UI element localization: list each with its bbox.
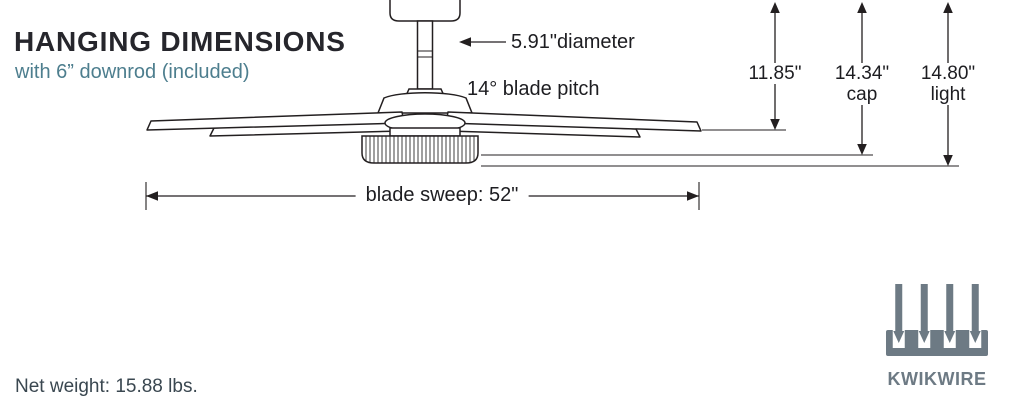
blade-left [146, 111, 405, 131]
blade-right [445, 111, 702, 132]
blade-sweep-label: blade sweep: 52" [355, 184, 529, 207]
net-weight-text: Net weight: 15.88 lbs. [15, 376, 198, 397]
light-drum [361, 135, 479, 164]
dimension-value: 11.85" [748, 63, 802, 84]
arrow-left-icon [146, 191, 158, 201]
dimension-downrod-label: 11.85" [745, 63, 805, 84]
fan-drawing [146, 0, 702, 164]
brand-wordmark: KWIKWIRE [887, 369, 987, 389]
dimension-value: 14.34" [834, 63, 890, 84]
kwikwire-wires [893, 284, 981, 343]
canopy [389, 0, 461, 22]
page-subtitle: with 6” downrod (included) [15, 61, 250, 83]
arrow-up-icon [857, 2, 867, 13]
arrow-down-icon [857, 144, 867, 155]
arrow-right-icon [687, 191, 699, 201]
kwikwire-block [886, 330, 988, 356]
dimension-light-label: 14.80" light [917, 63, 979, 105]
diameter-callout: 5.91"diameter [511, 31, 635, 53]
arrow-up-icon [943, 2, 953, 13]
dimension-sublabel: cap [846, 84, 878, 105]
dimension-cap-label: 14.34" cap [831, 63, 893, 105]
blade-pitch-callout: 14° blade pitch [467, 78, 600, 100]
dimension-sublabel: light [930, 84, 966, 105]
arrow-down-icon [770, 119, 780, 130]
diameter-arrowhead-icon [459, 37, 471, 47]
arrow-up-icon [770, 2, 780, 13]
downrod [416, 20, 434, 90]
motor-housing [376, 92, 474, 114]
dimension-value: 14.80" [920, 63, 976, 84]
page-title: HANGING DIMENSIONS [14, 26, 346, 57]
arrow-down-icon [943, 155, 953, 166]
kwikwire-icon [886, 284, 988, 356]
light-flange [389, 127, 461, 137]
